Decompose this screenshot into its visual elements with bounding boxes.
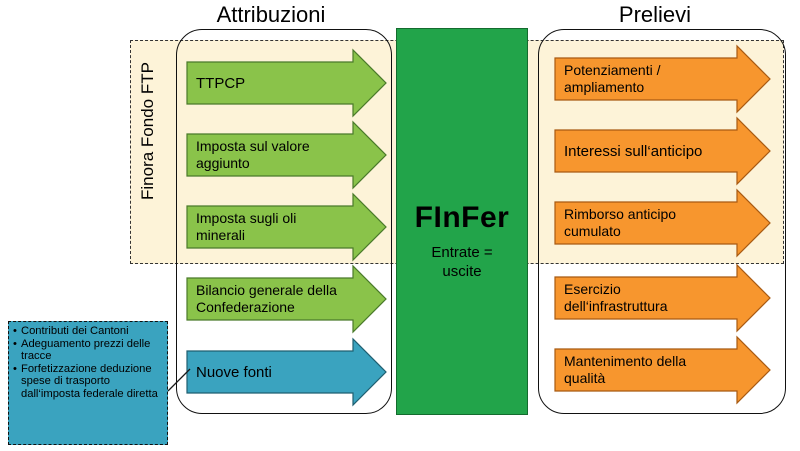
arrow-shape: [554, 335, 771, 405]
arrow-shape: [554, 44, 771, 114]
arrow-label: TTPCP: [196, 74, 246, 92]
attribuzioni-group: [176, 29, 392, 414]
note-box: Contributi dei Cantoni Adeguamento prezz…: [8, 321, 168, 445]
ftp-label: Finora Fondo FTP: [138, 62, 157, 200]
note-list: Contributi dei Cantoni Adeguamento prezz…: [13, 325, 163, 400]
finfer-subtitle: Entrate =uscite: [431, 244, 493, 280]
prelievi-group: [538, 29, 786, 414]
note-item: Adeguamento prezzi delle tracce: [13, 338, 163, 363]
arrow-shape: [554, 263, 771, 333]
arrow-shape: [186, 48, 387, 118]
prelievo-arrow-interessi: Interessi sull‘anticipo: [554, 116, 772, 186]
arrow-shape: [186, 120, 387, 190]
attribuzione-arrow-ttpcp: TTPCP: [186, 48, 388, 118]
arrow-label: Potenziamenti /ampliamento: [564, 62, 661, 95]
arrow-shape: [554, 116, 771, 186]
attribuzioni-heading: Attribuzioni: [216, 2, 326, 27]
finfer-title: FInFer: [414, 201, 510, 234]
note-item: Forfetizzazione deduzione spese di trasp…: [13, 363, 163, 401]
arrow-label: Nuove fonti: [196, 363, 272, 381]
prelievo-arrow-potenziamenti: Potenziamenti /ampliamento: [554, 44, 772, 114]
note-item: Contributi dei Cantoni: [13, 325, 163, 338]
finfer-block: FInFer Entrate =uscite: [396, 28, 528, 415]
arrow-shape: [186, 337, 387, 407]
arrow-shape: [186, 264, 387, 334]
arrow-shape: [554, 188, 771, 258]
arrow-label: Interessi sull‘anticipo: [564, 142, 703, 160]
attribuzione-arrow-nuove-fonti: Nuove fonti: [186, 337, 388, 407]
arrow-shape: [186, 192, 387, 262]
prelievi-heading: Prelievi: [618, 2, 692, 27]
note-connector: [167, 368, 191, 392]
